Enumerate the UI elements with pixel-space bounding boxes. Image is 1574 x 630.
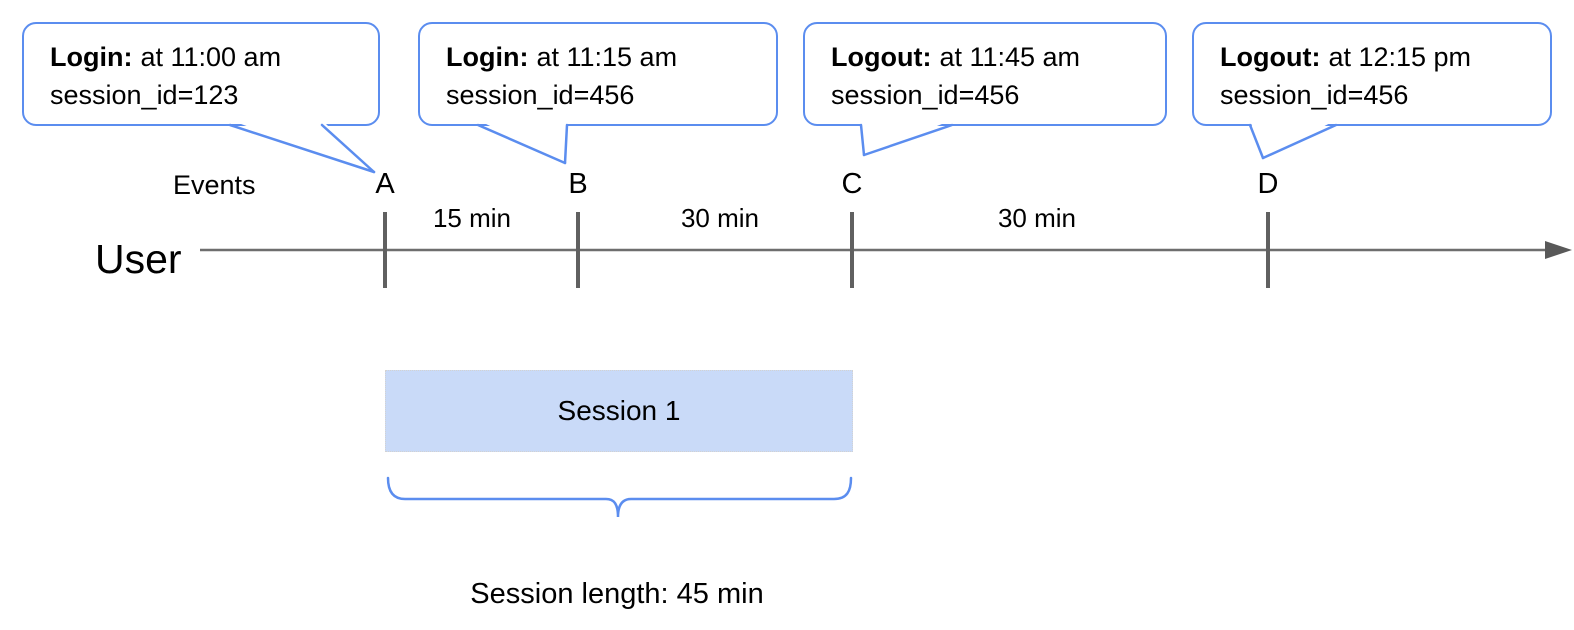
- session-id-label: session_id=123: [50, 80, 239, 110]
- event-time-label: at 11:15 am: [536, 42, 678, 72]
- event-marker-a: A: [375, 168, 395, 200]
- events-row-label: Events: [173, 170, 256, 200]
- callout-tail-b: [476, 120, 569, 165]
- session-id-label: session_id=456: [1220, 80, 1409, 110]
- interval-label-cd: 30 min: [997, 203, 1077, 233]
- event-marker-b: B: [568, 168, 588, 200]
- session-1-box: Session 1: [385, 370, 853, 452]
- event-type-label: Logout:: [831, 42, 932, 72]
- session-box-label: Session 1: [557, 395, 681, 426]
- event-marker-d: D: [1257, 168, 1279, 200]
- interval-label-bc: 30 min: [680, 203, 760, 233]
- callout-line1: Login:at 11:00 am: [50, 38, 378, 76]
- interval-label-ab: 15 min: [432, 203, 512, 233]
- callout-line1: Logout:at 12:15 pm: [1220, 38, 1550, 76]
- session-length-brace: [386, 476, 853, 518]
- event-type-label: Logout:: [1220, 42, 1321, 72]
- event-time-label: at 11:45 am: [939, 42, 1081, 72]
- event-marker-c: C: [841, 168, 863, 200]
- callout-line1: Login:at 11:15 am: [446, 38, 776, 76]
- event-time-label: at 12:15 pm: [1328, 42, 1472, 72]
- event-time-label: at 11:00 am: [140, 42, 282, 72]
- callout-event-c: Logout:at 11:45 am session_id=456: [803, 22, 1167, 126]
- event-type-label: Login:: [446, 42, 529, 72]
- callout-event-d: Logout:at 12:15 pm session_id=456: [1192, 22, 1552, 126]
- session-id-label: session_id=456: [446, 80, 635, 110]
- session-length-label: Session length: 45 min: [470, 578, 764, 610]
- callout-tail-a: [228, 120, 376, 174]
- timeline-arrowhead-icon: [1545, 241, 1572, 259]
- callout-event-b: Login:at 11:15 am session_id=456: [418, 22, 778, 126]
- user-axis-label: User: [95, 236, 182, 282]
- callout-line1: Logout:at 11:45 am: [831, 38, 1165, 76]
- session-id-label: session_id=456: [831, 80, 1020, 110]
- event-type-label: Login:: [50, 42, 133, 72]
- callout-event-a: Login:at 11:00 am session_id=123: [22, 22, 380, 126]
